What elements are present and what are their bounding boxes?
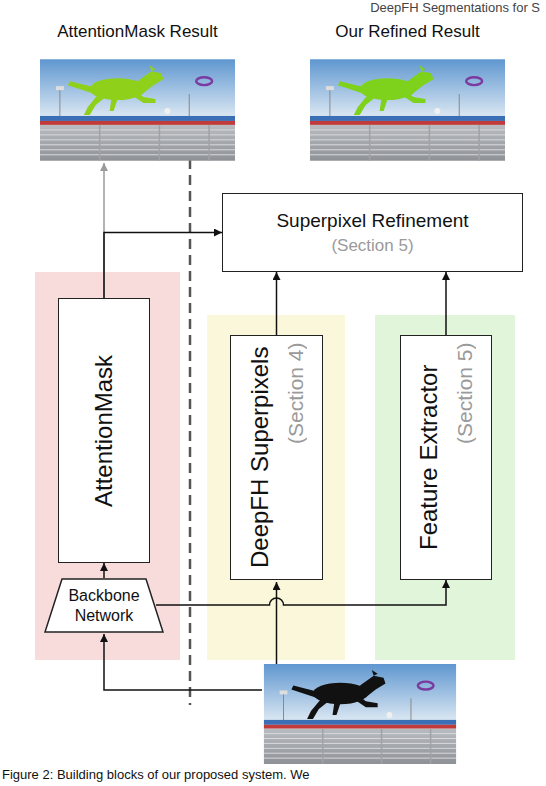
input-wire <box>276 582 278 664</box>
trapezoid-shape <box>45 579 163 632</box>
section-ref: (Section 5) <box>331 236 413 256</box>
flow-arrow <box>156 580 446 605</box>
running-header: DeepFH Segmentations for S <box>370 0 540 15</box>
backbone-trapezoid: Backbone Network <box>44 578 164 633</box>
vertical-text-group: Feature Extractor (Section 5) <box>415 342 477 573</box>
box-title: Feature Extractor <box>415 342 443 573</box>
figure-caption: Figure 2: Building blocks of our propose… <box>2 767 310 782</box>
panel-heading: AttentionMask Result <box>10 22 265 42</box>
green-band <box>375 315 515 660</box>
photo-panel: AttentionMask Result <box>40 58 235 162</box>
photo-panel: Our Refined Result <box>310 58 505 162</box>
box-title: DeepFH Superpixels <box>246 342 274 573</box>
flow-arrow <box>104 233 222 299</box>
process-box: Superpixel Refinement (Section 5) <box>222 193 523 272</box>
vertical-text-group: AttentionMask <box>90 305 118 556</box>
refined-photo <box>310 59 505 160</box>
panel-heading: Our Refined Result <box>280 22 535 42</box>
dashed-divider <box>189 95 192 705</box>
process-box: AttentionMask <box>58 298 150 563</box>
process-box: Feature Extractor (Section 5) <box>400 335 492 580</box>
vertical-text-group: DeepFH Superpixels (Section 4) <box>246 342 308 573</box>
flow-arrow <box>445 272 447 335</box>
flow-arrow <box>103 563 105 578</box>
box-title: Backbone Network <box>61 586 147 624</box>
input-wire <box>104 634 262 690</box>
box-title: Superpixel Refinement <box>276 210 468 232</box>
box-title: AttentionMask <box>90 305 118 556</box>
trapezoid-outline <box>44 578 164 633</box>
process-box: DeepFH Superpixels (Section 4) <box>230 335 323 580</box>
attentionmask-photo <box>40 59 235 160</box>
flow-arrow <box>276 272 278 335</box>
section-ref: (Section 5) <box>453 342 477 573</box>
input-photo <box>264 664 456 764</box>
pink-band <box>35 272 180 660</box>
section-ref: (Section 4) <box>284 342 308 573</box>
